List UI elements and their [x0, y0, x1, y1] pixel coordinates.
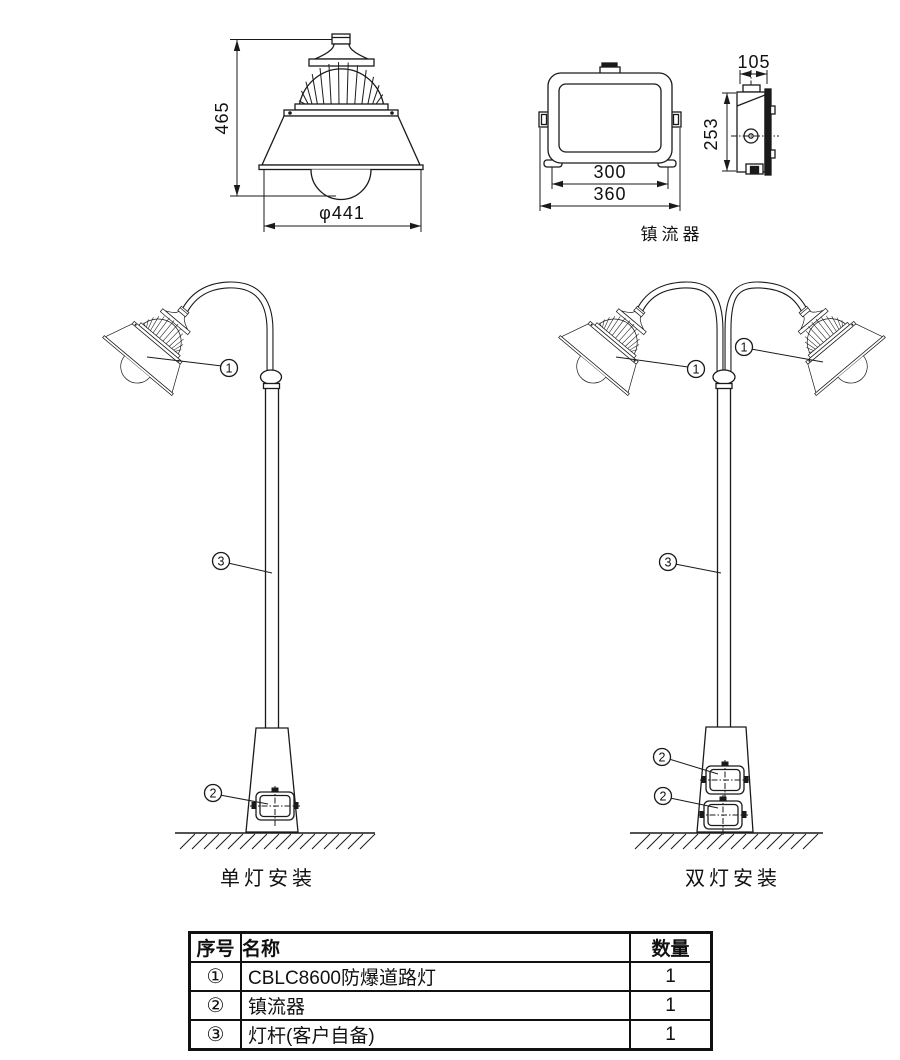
dimension-105: 105 — [737, 52, 770, 84]
dim-360-label: 360 — [593, 184, 626, 204]
callout-1-circle — [219, 358, 239, 378]
dim-105-label: 105 — [737, 52, 770, 72]
lamp-head — [91, 280, 221, 409]
lamp-head-right — [767, 280, 897, 409]
parts-table: 序号 名称 数量 ① CBLC8600防爆道路灯 1 ② 镇流器 1 ③ 灯杆(… — [188, 931, 713, 1051]
cell-no: ① — [188, 961, 242, 992]
header-qty: 数量 — [629, 931, 713, 963]
callout-3-label: 3 — [665, 556, 672, 570]
callout-1-right-label: 1 — [741, 341, 748, 355]
callout-2-lower-label: 2 — [660, 790, 667, 804]
callout-2-lower-circle — [653, 786, 673, 806]
table-row: ③ 灯杆(客户自备) 1 — [188, 1019, 713, 1051]
dim-465-label: 465 — [212, 101, 232, 134]
callout-2-label: 2 — [210, 787, 217, 801]
callout-2-upper-label: 2 — [659, 751, 666, 765]
callout-2-circle — [203, 783, 223, 803]
pole-ball-joint — [712, 369, 736, 385]
dimension-diameter: φ441 — [263, 170, 422, 232]
caption-single-install: 单灯安装 — [220, 868, 316, 890]
table-header-row: 序号 名称 数量 — [188, 931, 713, 963]
ballast-side-view: 105 253 — [701, 52, 779, 176]
callout-3-circle — [211, 551, 231, 571]
cell-name: 灯杆(客户自备) — [240, 1019, 631, 1051]
cell-no: ③ — [188, 1019, 242, 1051]
lamp-head-left — [547, 280, 677, 409]
callouts-single: 1 3 2 — [146, 356, 273, 805]
dimension-300: 300 — [551, 162, 669, 189]
cell-name: 镇流器 — [240, 990, 631, 1021]
dim-441-label: φ441 — [319, 203, 365, 223]
cell-no: ② — [188, 990, 242, 1021]
callout-1-left-label: 1 — [693, 363, 700, 377]
callout-2-upper-circle — [652, 747, 672, 767]
cell-qty: 1 — [629, 990, 713, 1021]
callout-3-circle — [658, 552, 678, 572]
single-install-view: 1 3 2 — [91, 280, 376, 850]
dim-300-label: 300 — [593, 162, 626, 182]
callout-1-label: 1 — [226, 362, 233, 376]
dimension-253: 253 — [701, 92, 736, 172]
callout-1-right-circle — [734, 337, 754, 357]
ground-hatch — [179, 833, 376, 850]
table-row: ② 镇流器 1 — [188, 990, 713, 1021]
cell-qty: 1 — [629, 1019, 713, 1051]
callout-1-left-circle — [686, 359, 706, 379]
table-row: ① CBLC8600防爆道路灯 1 — [188, 961, 713, 992]
ballast-front-view: 300 360 镇流器 — [538, 62, 704, 244]
ballast-caption: 镇流器 — [641, 225, 704, 244]
header-no: 序号 — [188, 931, 242, 963]
dimension-height: 465 — [212, 39, 336, 197]
callout-3-label: 3 — [218, 555, 225, 569]
pole-ball-joint — [259, 369, 283, 385]
header-name: 名称 — [240, 931, 631, 963]
cell-name: CBLC8600防爆道路灯 — [240, 961, 631, 992]
ground-hatch — [634, 833, 819, 850]
fixture-detail-view: 465 φ441 — [212, 33, 424, 232]
callouts-double: 1 1 3 2 2 — [615, 337, 824, 809]
cell-qty: 1 — [629, 961, 713, 992]
caption-double-install: 双灯安装 — [685, 868, 781, 890]
dimension-360: 360 — [539, 128, 681, 211]
dim-253-label: 253 — [701, 117, 721, 150]
double-install-view: 1 1 3 2 2 — [547, 280, 897, 850]
